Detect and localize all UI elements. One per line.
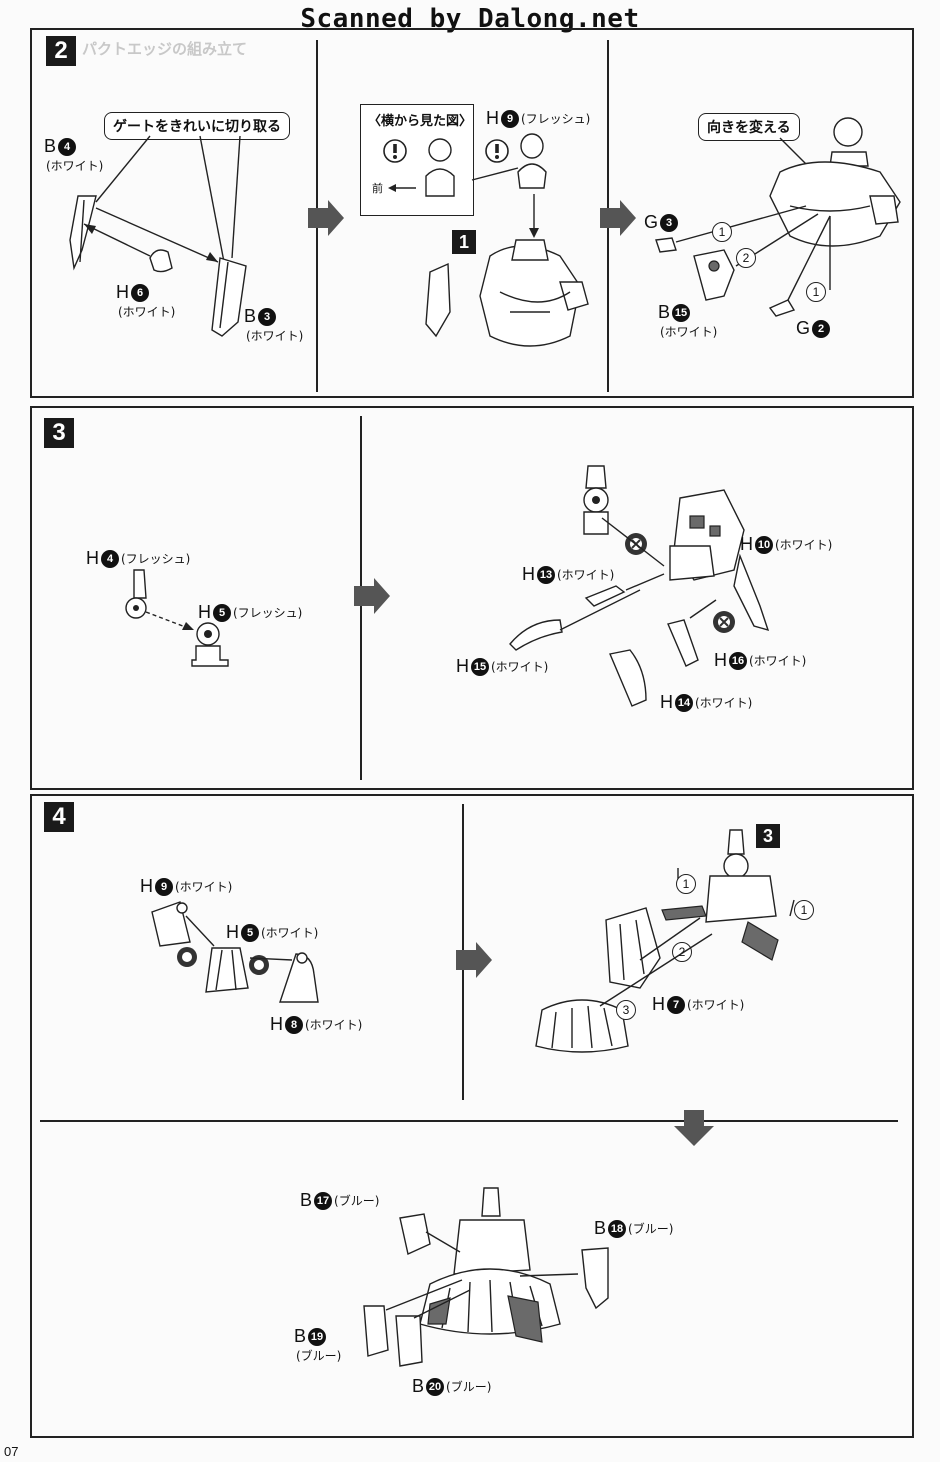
part-h5-skirt [205,947,249,993]
next-step-arrow-icon [308,200,344,236]
part-h7-body [605,907,661,989]
part-h8-skirt [279,952,319,1003]
head-down-arrow [529,194,539,238]
part-b4-blade [69,195,97,271]
torso-assembly [425,239,589,347]
part-h10-frame [669,489,770,632]
waist-frame-assembly [661,829,795,961]
part-h16-blade [667,619,699,667]
next-step-arrow-icon [600,200,636,236]
part-b18-armor [581,1247,609,1310]
side-view-box [360,104,474,216]
part-h4-h5-joint [583,465,609,535]
part-h6-clip [149,249,173,273]
part-b3-blade [211,257,247,337]
glue-warning-icon [249,955,269,975]
part-skirt-lower [535,999,629,1053]
part-b17-armor [399,1213,431,1255]
waist-final-assembly [419,1187,561,1343]
part-b19-armor [363,1305,389,1357]
step3-number: 3 [44,418,74,448]
body-turned [769,117,901,247]
step2-sub-badge: 1 [452,230,476,254]
step3b-arrows [559,573,717,631]
front-arrow [388,184,416,192]
caution-icon [485,139,509,163]
part-h14-plate [609,649,647,707]
order-mark-3: 3 [616,1000,636,1020]
callout-gate-pointers [95,135,241,263]
step2a-assembly-arrows [83,207,219,263]
part-h15-blade [509,619,563,651]
part-h13-piece [584,585,626,607]
order-mark-1: 1 [806,282,826,302]
order-mark-1: 1 [712,222,732,242]
step4-number: 4 [44,802,74,832]
part-h9-skirt [151,901,191,947]
part-b15-shoulder [693,249,735,301]
order-mark-1: 1 [794,900,814,920]
glue-warning-icon [177,947,197,967]
part-h4-joint [125,569,147,619]
page-number: 07 [4,1444,19,1459]
next-step-arrow-icon [456,942,492,978]
glue-warning-icon [713,611,735,633]
part-b20-armor [395,1315,423,1367]
part-h9-head [517,133,547,189]
step3a-dashed-arrow [145,611,194,630]
order-mark-2: 2 [736,248,756,268]
part-g2-chip [768,299,796,317]
front-label: 前 [372,182,383,195]
step2-number: 2 [46,36,76,66]
callout-turn: 向きを変える [698,113,800,141]
part-h10-pointer [601,517,665,567]
part-g3-chip [655,237,677,253]
next-step-down-arrow-icon [674,1110,714,1146]
part-h5-socket [191,622,229,667]
head-side-sketch [425,138,455,197]
order-mark-1: 1 [676,874,696,894]
step4-divider-horizontal [40,1120,898,1122]
backprint-title: パクトエッジの組み立て [82,40,248,58]
step2-panel [30,28,914,398]
callout-gate: ゲートをきれいに切り取る [104,112,290,140]
step4-panel [30,794,914,1438]
side-view-title: 〈横から見た図〉 [368,114,473,129]
step3-panel [30,406,914,790]
next-step-arrow-icon [354,578,390,614]
callout-side-pointer [471,167,519,181]
step4-sub-badge: 3 [756,824,780,848]
caution-icon [383,139,407,163]
